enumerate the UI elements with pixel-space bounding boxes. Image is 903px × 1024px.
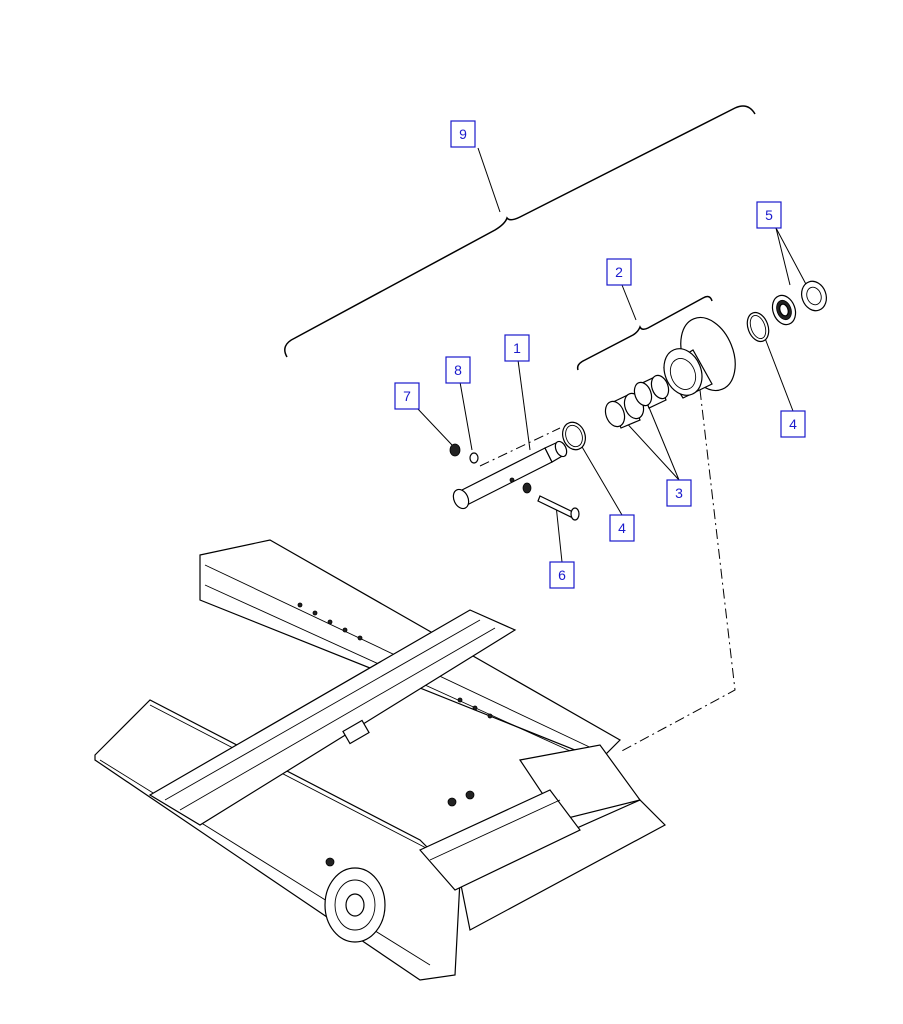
axis-centerline <box>479 427 561 467</box>
bearing-part-5-a <box>771 294 797 326</box>
callout-5-label: 5 <box>765 207 773 223</box>
ring-part-4-right <box>746 311 770 343</box>
pin-part-6 <box>537 495 580 521</box>
callout-6: 6 <box>549 561 575 589</box>
callout-4-left-label: 4 <box>618 520 626 536</box>
washer-part-8 <box>469 452 532 494</box>
callout-7-label: 7 <box>403 388 411 404</box>
leader-lines <box>416 147 809 563</box>
callout-7: 7 <box>394 382 420 410</box>
callout-9-label: 9 <box>459 126 467 142</box>
callout-2-label: 2 <box>615 264 623 280</box>
callout-1-label: 1 <box>513 340 521 356</box>
flanged-roller <box>663 316 736 399</box>
callout-9: 9 <box>450 120 476 148</box>
callout-4-right: 4 <box>780 410 806 438</box>
bearing-part-5-b <box>801 280 827 312</box>
callout-1: 1 <box>504 334 530 362</box>
bushing-part-3-b <box>633 374 670 409</box>
assembly-brace-9 <box>284 105 756 358</box>
callout-8: 8 <box>445 356 471 384</box>
assembly-centerline <box>619 389 736 753</box>
callout-2: 2 <box>606 258 632 286</box>
callout-8-label: 8 <box>454 362 462 378</box>
callout-3-label: 3 <box>675 485 683 501</box>
shaft-part-1 <box>452 440 568 510</box>
track-frame-assembly <box>94 539 666 981</box>
callout-3: 3 <box>666 479 692 507</box>
callout-4-right-label: 4 <box>789 416 797 432</box>
subassembly-brace-2 <box>576 295 713 371</box>
callout-6-label: 6 <box>558 567 566 583</box>
callout-4-left: 4 <box>609 514 635 542</box>
callout-5: 5 <box>756 201 782 229</box>
nut-part-7 <box>449 443 461 457</box>
ring-part-4-left <box>562 421 586 451</box>
